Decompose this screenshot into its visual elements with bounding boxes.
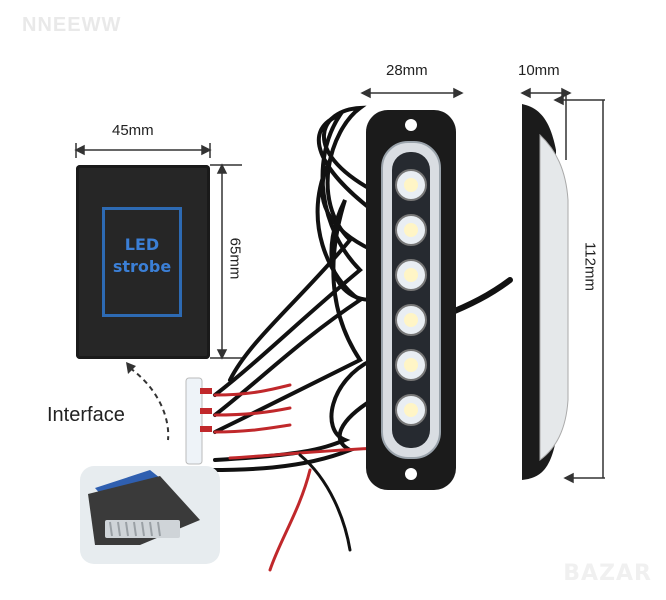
controller-label: LED strobe	[105, 234, 179, 278]
controller-frame: LED strobe	[102, 207, 182, 317]
controller-height-label: 65mm	[226, 237, 244, 280]
light-width-label: 28mm	[386, 62, 428, 79]
light-depth-dimension	[520, 87, 572, 160]
light-length-label: 112mm	[581, 242, 599, 291]
interface-label: Interface	[47, 404, 125, 426]
controller-width-label: 45mm	[112, 122, 154, 139]
interface-connector	[185, 377, 212, 465]
led-strobe-controller: LED strobe	[76, 165, 210, 359]
led-array	[395, 169, 427, 426]
interface-closeup	[80, 466, 220, 564]
controller-label-line2: strobe	[112, 257, 172, 276]
brand-watermark: NNEEWW	[22, 14, 122, 36]
strobe-light-front	[366, 110, 456, 490]
light-width-dimension	[360, 87, 464, 99]
controller-width-dimension	[74, 143, 212, 158]
controller-label-line1: LED	[124, 235, 160, 254]
strobe-light-side	[522, 104, 569, 480]
site-watermark: BAZAR	[563, 561, 652, 586]
controller-height-dimension	[210, 163, 242, 360]
interface-arrow	[129, 367, 170, 441]
wire-bundle	[208, 105, 513, 572]
light-depth-label: 10mm	[518, 62, 560, 79]
light-length-dimension	[553, 94, 605, 484]
